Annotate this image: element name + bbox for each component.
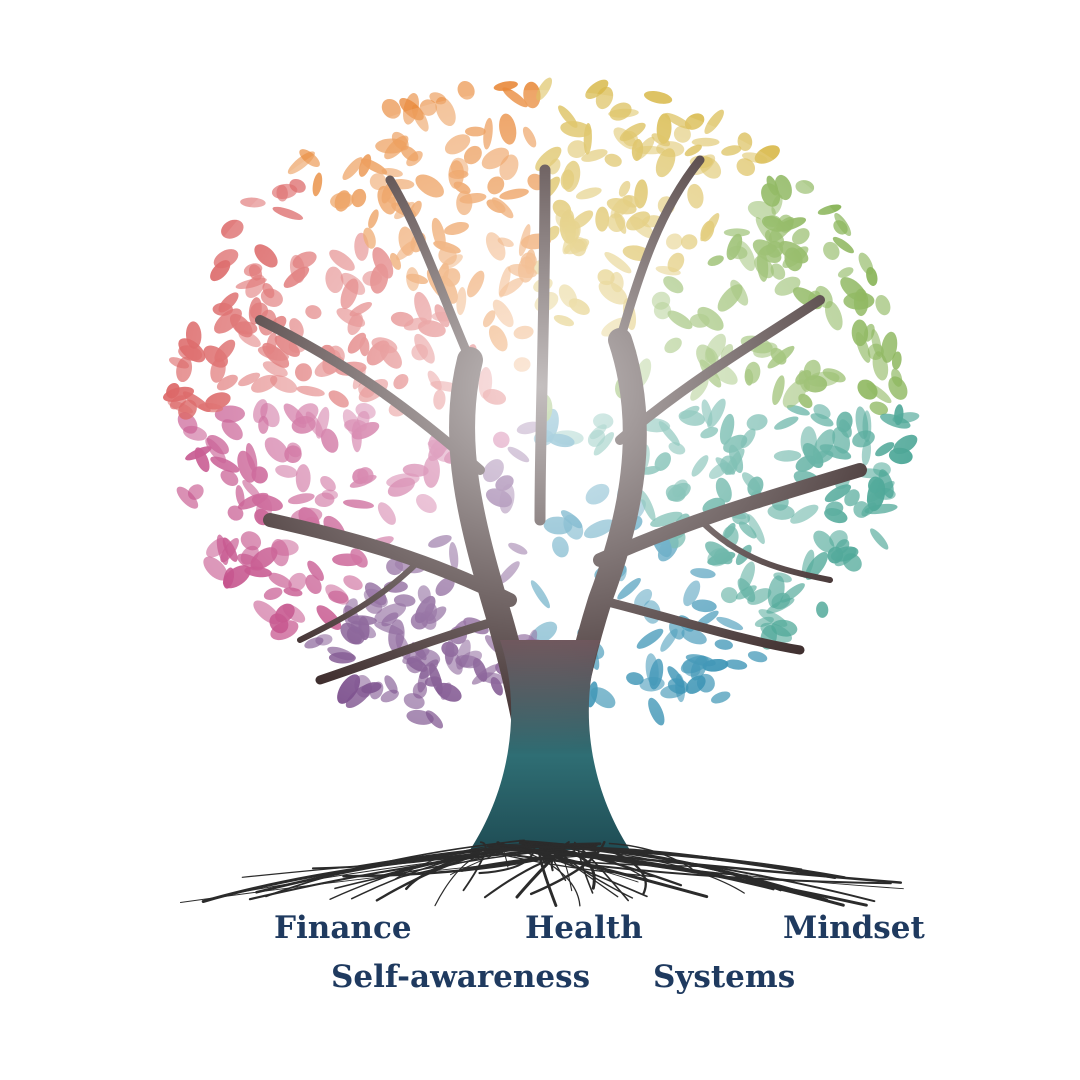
root-strand xyxy=(311,841,539,870)
leaf xyxy=(493,81,518,91)
label-self-awareness: Self-awareness xyxy=(331,959,591,995)
root-strand xyxy=(350,851,504,900)
tree-roots xyxy=(179,839,904,907)
root-strand xyxy=(499,847,868,907)
root-strand xyxy=(550,841,570,872)
root-strand xyxy=(542,850,845,907)
leaf xyxy=(457,81,475,100)
root-strand xyxy=(573,841,629,902)
root-strand xyxy=(334,844,597,890)
label-finance: Finance xyxy=(274,910,412,946)
label-health: Health xyxy=(525,910,643,946)
root-strand xyxy=(498,853,657,878)
label-systems: Systems xyxy=(653,959,796,995)
root-strand xyxy=(589,846,837,879)
leaf xyxy=(381,98,401,119)
label-mindset: Mindset xyxy=(783,910,925,946)
root-strand xyxy=(405,846,493,891)
leaf xyxy=(643,90,673,104)
root-strand xyxy=(510,853,892,885)
root-strand xyxy=(557,854,619,898)
root-strand xyxy=(462,841,487,892)
